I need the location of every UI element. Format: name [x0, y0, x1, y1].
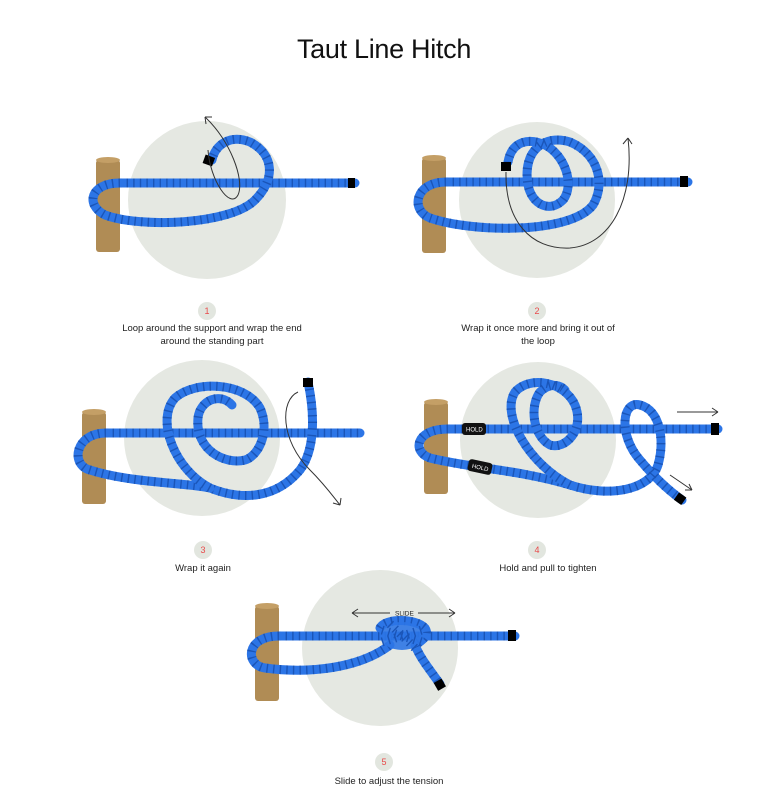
arrow-icon	[505, 137, 630, 249]
arrow-left-icon	[351, 608, 390, 618]
step-5-caption: Slide to adjust the tension	[334, 776, 444, 787]
page-title: Taut Line Hitch	[296, 34, 472, 64]
step-2-badge: 2	[528, 302, 546, 320]
step-3-badge: 3	[194, 541, 212, 559]
arrow-right-icon	[418, 608, 456, 618]
step-5-badge: 5	[375, 753, 393, 771]
slide-label: SLIDE	[395, 611, 414, 618]
arrow-down-right-icon	[669, 474, 693, 491]
svg-text:HOLD: HOLD	[471, 464, 489, 473]
arrow-icon	[285, 391, 341, 506]
step-2-caption: Wrap it once more and bring it out of th…	[461, 323, 615, 347]
step-4-caption: Hold and pull to tighten	[499, 563, 597, 574]
step-1-caption: Loop around the support and wrap the end…	[122, 323, 302, 347]
step-3-illustration	[60, 360, 380, 520]
step-5-illustration: SLIDE	[240, 570, 530, 726]
post-icon	[422, 158, 446, 253]
post-icon	[255, 606, 279, 701]
step-1-illustration	[80, 100, 380, 300]
post-icon	[424, 402, 448, 494]
arrow-right-icon	[677, 407, 719, 417]
arrow-icon	[204, 116, 241, 200]
step-2-illustration	[400, 110, 720, 280]
background-circle	[128, 121, 286, 279]
step-3-caption: Wrap it again	[175, 563, 231, 574]
step-4-badge: 4	[528, 541, 546, 559]
hold-label-bottom: HOLD	[467, 459, 493, 475]
post-icon	[82, 412, 106, 504]
hold-label-top: HOLD	[462, 423, 486, 435]
step-4-illustration: HOLD HOLD	[400, 360, 730, 520]
step-1-badge: 1	[198, 302, 216, 320]
svg-text:HOLD: HOLD	[466, 428, 483, 434]
